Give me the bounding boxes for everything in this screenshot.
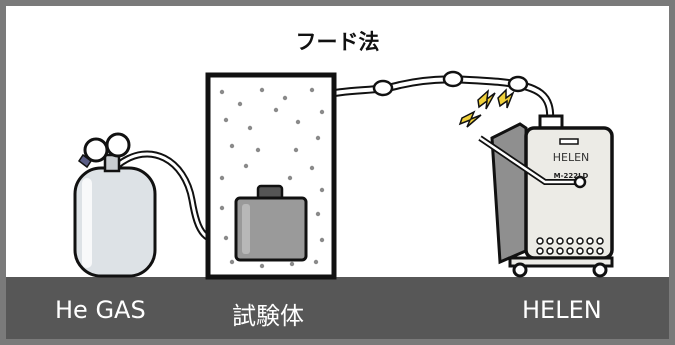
pressure-gauge-icon bbox=[83, 137, 109, 163]
valve-handle-icon bbox=[77, 153, 93, 169]
label-helen: HELEN bbox=[522, 296, 602, 324]
helen-detector: HELEN M-222LD bbox=[478, 114, 614, 278]
label-he-gas: He GAS bbox=[55, 296, 146, 324]
vent-grid bbox=[536, 237, 604, 255]
he-gas-cylinder bbox=[73, 132, 157, 278]
wheel-icon bbox=[592, 262, 608, 278]
detection-spark-icon bbox=[458, 88, 515, 128]
test-specimen bbox=[234, 196, 308, 262]
label-specimen: 試験体 bbox=[232, 302, 304, 330]
detector-model: M-222LD bbox=[554, 172, 589, 180]
pressure-gauge-icon bbox=[105, 132, 131, 158]
specimen-hood bbox=[205, 72, 337, 280]
detector-logo: HELEN bbox=[553, 151, 590, 164]
ground-band bbox=[6, 277, 669, 339]
wheel-icon bbox=[512, 262, 528, 278]
diagram-title: フード法 bbox=[295, 30, 380, 54]
